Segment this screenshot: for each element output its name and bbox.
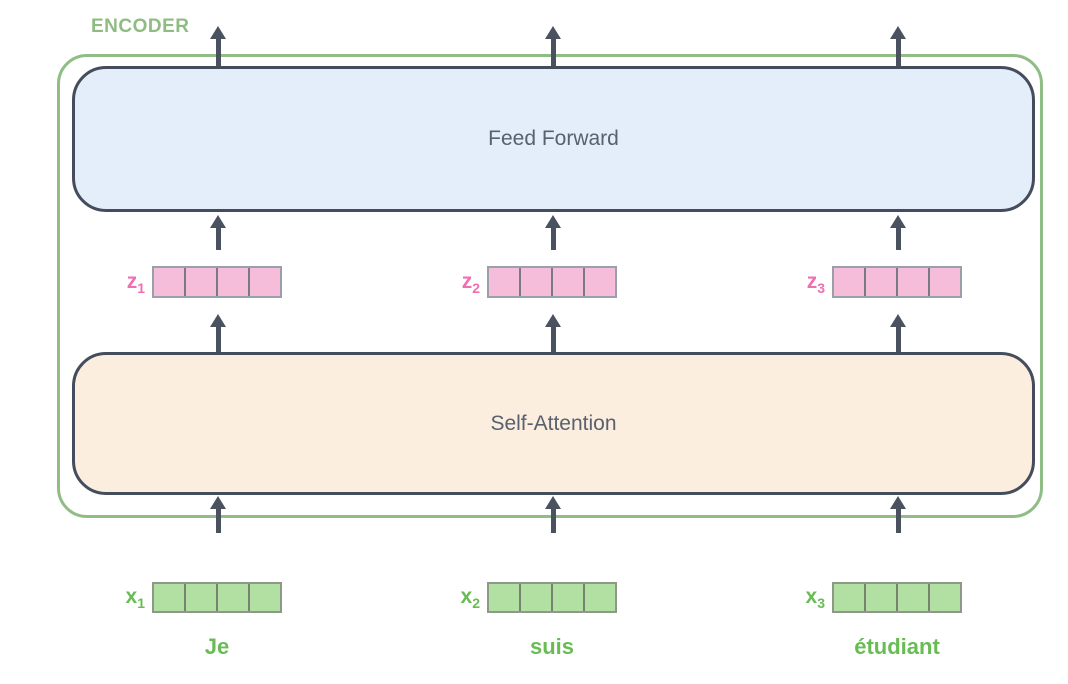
vector-cell bbox=[928, 584, 960, 611]
x2-vector bbox=[487, 582, 617, 613]
arrow-up-icon bbox=[545, 496, 561, 533]
vector-cell bbox=[928, 268, 960, 296]
x2-label: x2 bbox=[460, 585, 480, 612]
vector-cell bbox=[184, 584, 216, 611]
arrow-up-icon bbox=[890, 215, 906, 250]
vector-cell bbox=[248, 584, 280, 611]
x3-label: x3 bbox=[805, 585, 825, 612]
x1-label: x1 bbox=[125, 585, 145, 612]
z3-label: z3 bbox=[806, 270, 825, 297]
z3-vector bbox=[832, 266, 962, 298]
feed-forward-label: Feed Forward bbox=[488, 127, 619, 150]
vector-cell bbox=[489, 584, 519, 611]
vector-cell bbox=[519, 584, 551, 611]
input-word-1: Je bbox=[204, 634, 230, 659]
encoder-outline bbox=[57, 54, 1043, 518]
vector-cell bbox=[834, 268, 864, 296]
vector-cell bbox=[864, 584, 896, 611]
self-attention-block: Self-Attention bbox=[72, 352, 1035, 495]
vector-cell bbox=[216, 584, 248, 611]
input-word-2: suis bbox=[529, 634, 575, 659]
vector-cell bbox=[154, 584, 184, 611]
vector-cell bbox=[896, 268, 928, 296]
arrow-up-icon bbox=[545, 26, 561, 66]
vector-cell bbox=[896, 584, 928, 611]
z1-label: z1 bbox=[126, 270, 145, 297]
arrow-up-icon bbox=[545, 215, 561, 250]
arrow-up-icon bbox=[210, 26, 226, 66]
vector-cell bbox=[864, 268, 896, 296]
z2-label: z2 bbox=[461, 270, 480, 297]
vector-cell bbox=[551, 584, 583, 611]
vector-cell bbox=[834, 584, 864, 611]
vector-cell bbox=[489, 268, 519, 296]
arrow-up-icon bbox=[210, 314, 226, 352]
vector-cell bbox=[154, 268, 184, 296]
vector-cell bbox=[551, 268, 583, 296]
encoder-label: ENCODER bbox=[91, 16, 190, 37]
arrow-up-icon bbox=[890, 26, 906, 66]
arrow-up-icon bbox=[545, 314, 561, 352]
vector-cell bbox=[519, 268, 551, 296]
input-word-3: étudiant bbox=[854, 634, 940, 659]
vector-cell bbox=[248, 268, 280, 296]
vector-cell bbox=[216, 268, 248, 296]
x1-vector bbox=[152, 582, 282, 613]
arrow-up-icon bbox=[210, 215, 226, 250]
arrow-up-icon bbox=[890, 496, 906, 533]
vector-cell bbox=[583, 584, 615, 611]
z2-vector bbox=[487, 266, 617, 298]
arrow-up-icon bbox=[210, 496, 226, 533]
self-attention-label: Self-Attention bbox=[490, 411, 617, 435]
x3-vector bbox=[832, 582, 962, 613]
vector-cell bbox=[583, 268, 615, 296]
arrow-up-icon bbox=[890, 314, 906, 352]
z1-vector bbox=[152, 266, 282, 298]
vector-cell bbox=[184, 268, 216, 296]
feed-forward-block: Feed Forward bbox=[72, 66, 1035, 212]
